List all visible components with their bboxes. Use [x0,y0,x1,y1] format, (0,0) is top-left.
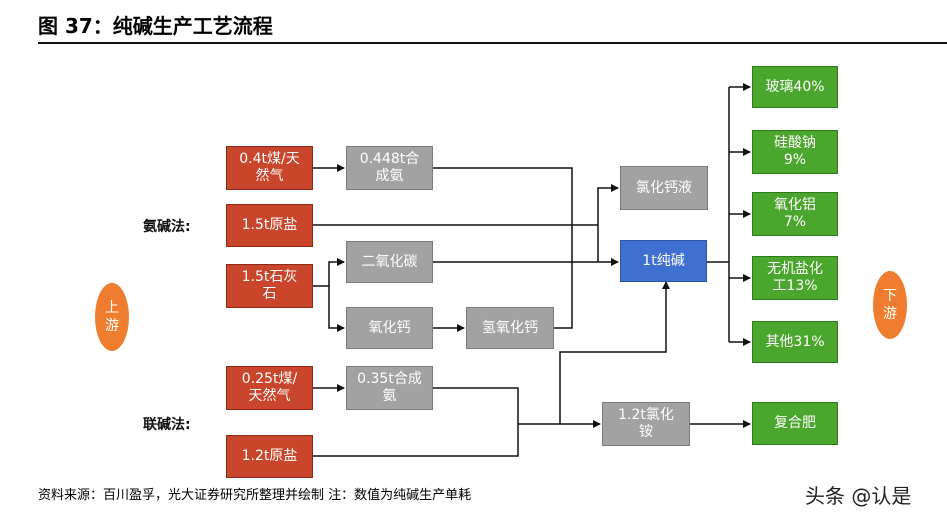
carbon-dioxide-box: 二氧化碳 [346,241,433,283]
connector-limestone-cao [328,286,345,332]
connector-ammonia2-join [433,387,519,424]
input-salt-box: 1.5t原盐 [226,204,313,247]
ammonia-soda-method-label: 氨碱法: [143,219,191,235]
watermark-text: 头条 @认是 [805,484,912,508]
input-salt-joint-box: 1.2t原盐 [226,435,313,478]
calcium-hydroxide-box: 氢氧化钙 [466,307,554,349]
input-coal-gas-joint-box: 0.25t煤/ 天然气 [226,366,313,410]
title-divider [38,42,947,44]
output-sodium-silicate-box: 硅酸钠 9% [752,130,838,174]
figure-title: 图 37：纯碱生产工艺流程 [38,14,273,38]
input-limestone-box: 1.5t石灰 石 [226,264,313,308]
output-glass-box: 玻璃40% [752,66,838,108]
connector-salt2-join [313,420,601,457]
output-inorganic-salt-box: 无机盐化 工13% [752,256,838,300]
connector-nh4cl-product [559,281,670,424]
joint-soda-method-label: 联碱法: [143,417,191,433]
soda-ash-product-box: 1t纯碱 [620,240,707,282]
output-compound-fertilizer-box: 复合肥 [752,402,838,445]
downstream-oval: 下 游 [873,271,907,339]
source-note: 资料来源：百川盈孚，光大证券研究所整理并绘制 注：数值为纯碱生产单耗 [38,488,472,503]
output-other-box: 其他31% [752,321,838,363]
connector-bus-cacl2 [597,184,619,262]
calcium-chloride-solution-box: 氯化钙液 [620,166,708,210]
connector-caoh2-bus [554,262,573,329]
input-coal-gas-box: 0.4t煤/天 然气 [226,146,313,190]
upstream-oval: 上 游 [95,283,129,351]
output-alumina-box: 氧化铝 7% [752,192,838,236]
synthetic-ammonia-joint-box: 0.35t合成 氨 [346,366,433,410]
connector-ammonia1-bus [433,167,619,266]
ammonium-chloride-box: 1.2t氯化 铵 [602,402,690,446]
connector-limestone-branch [313,258,345,287]
synthetic-ammonia-box: 0.448t合 成氨 [346,146,433,190]
calcium-oxide-box: 氧化钙 [346,307,433,349]
